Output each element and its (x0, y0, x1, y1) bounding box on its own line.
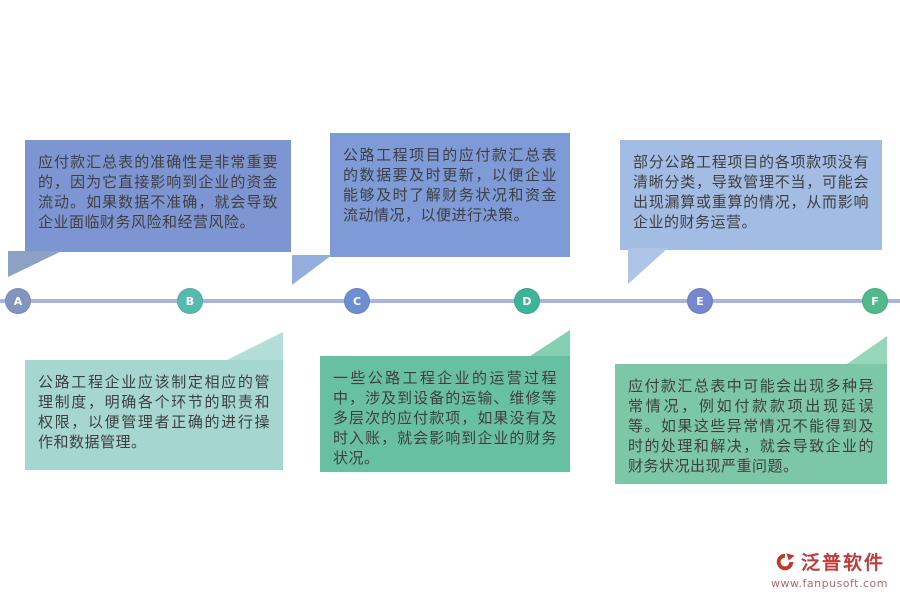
callout-c-text: 公路工程项目的应付款汇总表的数据要及时更新，以便企业能够及时了解财务状况和资金流… (343, 146, 557, 224)
callout-d-tail (530, 330, 570, 356)
timeline-line (0, 299, 900, 303)
callout-e: 部分公路工程项目的各项款项没有清晰分类，导致管理不当，可能会出现漏算或重算的情况… (620, 140, 882, 250)
callout-a: 应付款汇总表的准确性是非常重要的，因为它直接影响到企业的资金流动。如果数据不准确… (25, 140, 291, 252)
brand-watermark: 泛普软件 www.fanpusoft.com (771, 548, 888, 590)
node-a-label: A (13, 294, 23, 308)
timeline-node-d: D (514, 288, 540, 314)
timeline-node-e: E (687, 288, 713, 314)
fanpu-logo-icon (774, 551, 796, 573)
timeline-node-c: C (344, 288, 370, 314)
timeline-node-f: F (862, 288, 888, 314)
node-b-label: B (185, 294, 195, 308)
callout-f-tail (847, 336, 887, 364)
brand-url: www.fanpusoft.com (771, 577, 888, 590)
node-d-label: D (522, 294, 532, 308)
timeline-node-a: A (5, 288, 31, 314)
callout-e-text: 部分公路工程项目的各项款项没有清晰分类，导致管理不当，可能会出现漏算或重算的情况… (633, 153, 869, 231)
brand-name: 泛普软件 (801, 552, 886, 574)
callout-d-text: 一些公路工程企业的运营过程中，涉及到设备的运输、维修等多层次的应付款项，如果没有… (333, 369, 557, 467)
callout-f-text: 应付款汇总表中可能会出现多种异常情况，例如付款款项出现延误等。如果这些异常情况不… (628, 377, 874, 475)
callout-b-tail (227, 332, 283, 360)
callout-e-tail (628, 248, 668, 284)
callout-b-text: 公路工程企业应该制定相应的管理制度，明确各个环节的职责和权限，以便管理者正确的进… (38, 373, 270, 451)
callout-b: 公路工程企业应该制定相应的管理制度，明确各个环节的职责和权限，以便管理者正确的进… (25, 360, 283, 470)
callout-a-text: 应付款汇总表的准确性是非常重要的，因为它直接影响到企业的资金流动。如果数据不准确… (38, 153, 278, 231)
callout-c-tail (292, 255, 332, 285)
timeline-node-b: B (177, 288, 203, 314)
node-f-label: F (871, 294, 879, 308)
callout-d: 一些公路工程企业的运营过程中，涉及到设备的运输、维修等多层次的应付款项，如果没有… (320, 356, 570, 472)
node-e-label: E (696, 294, 704, 308)
callout-a-tail (8, 251, 62, 277)
node-c-label: C (352, 294, 362, 308)
callout-c: 公路工程项目的应付款汇总表的数据要及时更新，以便企业能够及时了解财务状况和资金流… (330, 133, 570, 257)
callout-f: 应付款汇总表中可能会出现多种异常情况，例如付款款项出现延误等。如果这些异常情况不… (615, 364, 887, 484)
